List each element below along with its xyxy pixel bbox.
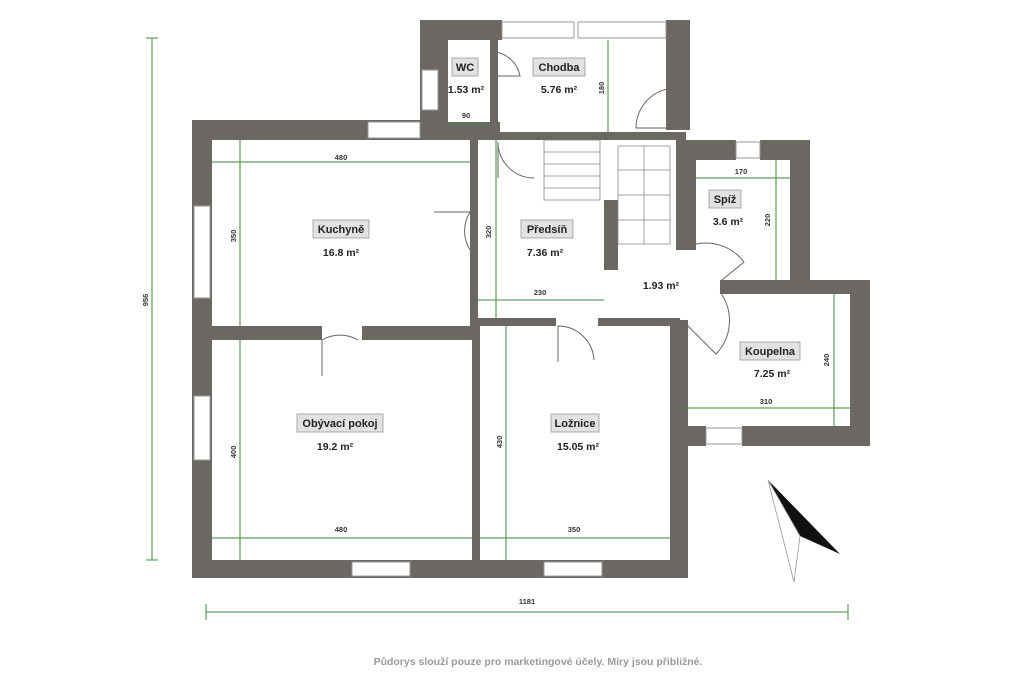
wall-chodba-right bbox=[666, 20, 690, 130]
wall-wc-inner-left bbox=[440, 40, 448, 140]
wall-wc-right bbox=[490, 40, 498, 122]
dim-loznice-height: 430 bbox=[495, 436, 504, 449]
wall-corridor-bottom bbox=[490, 132, 686, 140]
label-box-kuchyne bbox=[312, 219, 370, 239]
door-wc bbox=[495, 51, 521, 77]
room-name-spiz: Spíž bbox=[714, 194, 737, 206]
dim-living-height: 400 bbox=[229, 446, 238, 459]
dim-kitchen-width: 480 bbox=[335, 153, 348, 162]
wall-koupelna-top bbox=[720, 280, 870, 294]
door-chodba bbox=[635, 87, 677, 129]
wall-koupelna-bottom bbox=[742, 426, 870, 446]
dim-wc-width: 90 bbox=[462, 111, 470, 120]
room-area-wc: 1.53 m² bbox=[448, 84, 485, 96]
north-arrow-icon bbox=[767, 479, 840, 583]
dim-kitchen-height: 350 bbox=[229, 230, 238, 243]
wall-wc-top bbox=[420, 20, 502, 40]
room-name-loznice: Ložnice bbox=[555, 418, 596, 430]
room-area-chodba: 5.76 m² bbox=[541, 84, 578, 96]
window-chodba-b bbox=[577, 21, 667, 39]
wall-loznice-right bbox=[670, 320, 688, 578]
door-kitchen bbox=[434, 211, 471, 251]
label-box-spiz bbox=[708, 189, 742, 209]
window-kitchen bbox=[193, 205, 211, 299]
window-loznice-bottom bbox=[543, 561, 603, 577]
window-spiz bbox=[735, 141, 761, 159]
wall-outer-left bbox=[192, 120, 212, 578]
room-labels: WC 1.53 m² Chodba 5.76 m² Kuchyně 16.8 m… bbox=[296, 57, 801, 453]
dim-loznice-width: 350 bbox=[568, 525, 581, 534]
window-kitchen-top bbox=[367, 121, 421, 139]
room-area-koupelna: 7.25 m² bbox=[754, 368, 791, 380]
stairs-lower bbox=[617, 145, 671, 245]
room-name-chodba: Chodba bbox=[539, 62, 581, 74]
windows bbox=[193, 21, 761, 577]
wall-outer-bottom bbox=[192, 560, 688, 578]
room-area-loznice: 15.05 m² bbox=[557, 441, 600, 453]
dim-koupelna-height: 240 bbox=[822, 354, 831, 367]
room-area-hall: 1.93 m² bbox=[643, 280, 680, 292]
wall-kitchen-top bbox=[192, 120, 420, 140]
room-area-spiz: 3.6 m² bbox=[713, 216, 744, 228]
dim-koupelna-width: 310 bbox=[760, 397, 773, 406]
room-area-predsin: 7.36 m² bbox=[527, 247, 564, 259]
label-box-obyvaci bbox=[296, 413, 384, 433]
dim-chodba-height: 180 bbox=[597, 82, 606, 95]
room-area-obyvaci: 19.2 m² bbox=[317, 441, 354, 453]
dim-predsin-height: 320 bbox=[484, 226, 493, 239]
label-box-loznice bbox=[550, 413, 600, 433]
door-predsin bbox=[497, 141, 535, 179]
door-loznice bbox=[557, 325, 595, 362]
label-box-chodba bbox=[532, 57, 586, 77]
room-area-kuchyne: 16.8 m² bbox=[323, 247, 360, 259]
window-living-bottom bbox=[351, 561, 411, 577]
window-koupelna bbox=[705, 427, 743, 445]
label-box-wc bbox=[451, 57, 479, 77]
dim-total-width: 1181 bbox=[519, 597, 535, 606]
room-name-kuchyne: Kuchyně bbox=[318, 224, 364, 236]
wall-kitchen-bottom-b bbox=[362, 326, 480, 340]
wall-koupelna-right bbox=[850, 280, 870, 446]
label-box-koupelna bbox=[739, 341, 801, 361]
wall-loznice-top-a bbox=[472, 318, 556, 326]
door-living bbox=[321, 334, 359, 376]
wall-spiz-left bbox=[676, 140, 696, 250]
window-chodba-a bbox=[501, 21, 575, 39]
wall-stair bbox=[604, 200, 618, 270]
dim-predsin-width: 230 bbox=[534, 288, 547, 297]
room-name-wc: WC bbox=[456, 62, 474, 74]
dim-spiz-width: 170 bbox=[735, 167, 748, 176]
stairs-upper bbox=[543, 139, 601, 201]
window-living bbox=[193, 395, 211, 461]
window-wc bbox=[421, 69, 439, 111]
room-name-predsin: Předsíň bbox=[527, 224, 568, 236]
wall-spiz-right bbox=[790, 140, 810, 280]
door-koupelna bbox=[681, 291, 730, 355]
wall-kitchen-right bbox=[470, 140, 478, 326]
wall-spiz-top-a bbox=[676, 140, 736, 160]
dim-total-height: 956 bbox=[141, 294, 150, 307]
dim-living-width: 480 bbox=[335, 525, 348, 534]
walls bbox=[192, 20, 870, 578]
dimension-lines bbox=[146, 37, 850, 620]
label-box-predsin bbox=[520, 219, 574, 239]
dim-spiz-height: 220 bbox=[763, 214, 772, 227]
doors bbox=[321, 51, 745, 376]
room-name-koupelna: Koupelna bbox=[745, 346, 796, 358]
wall-kitchen-bottom-a bbox=[192, 326, 322, 340]
room-name-obyvaci: Obývací pokoj bbox=[302, 418, 377, 430]
wall-living-right bbox=[472, 326, 480, 578]
dimension-labels: 956 1181 480 350 480 400 350 430 230 320… bbox=[141, 82, 831, 606]
footer-note: Půdorys slouží pouze pro marketingové úč… bbox=[373, 656, 703, 668]
door-spiz bbox=[695, 242, 745, 281]
wall-loznice-top-b bbox=[598, 318, 680, 326]
stairs bbox=[543, 139, 671, 245]
wall-wc-bottom bbox=[420, 122, 500, 140]
